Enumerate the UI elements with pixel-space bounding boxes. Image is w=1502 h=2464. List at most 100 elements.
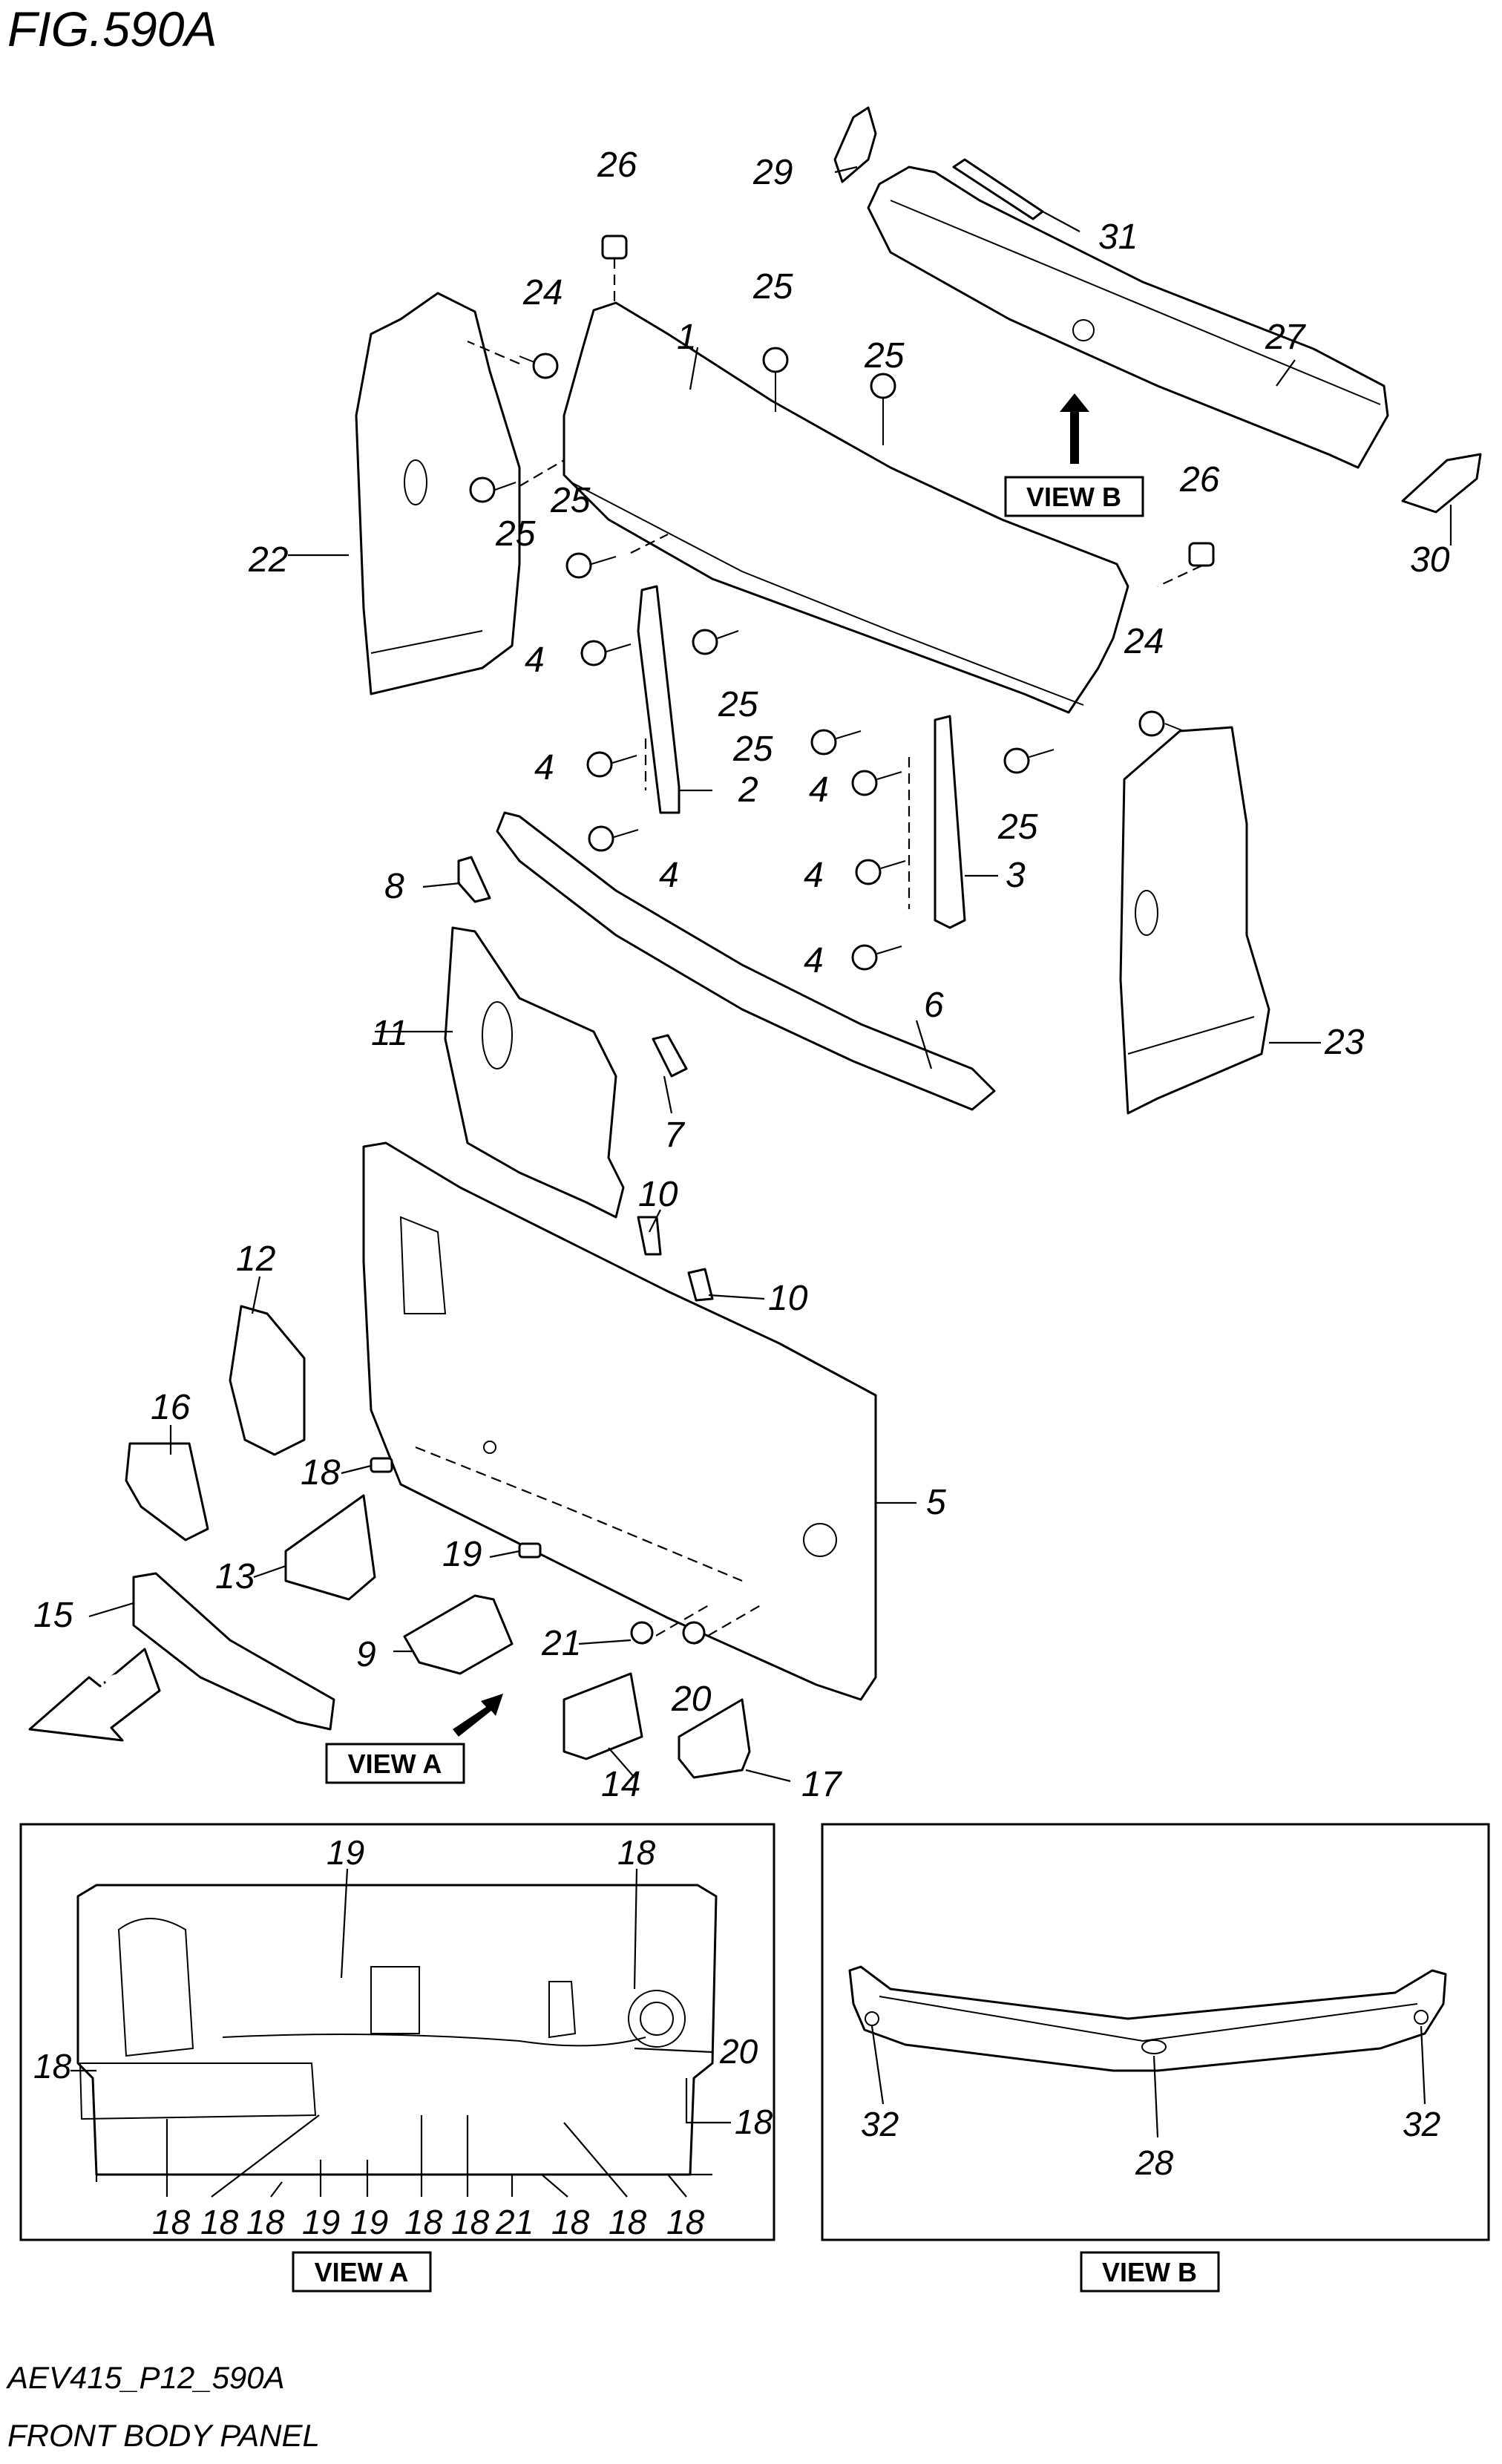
part-9-shape <box>403 1594 514 1675</box>
view-a-panel-shape <box>76 1884 718 2176</box>
callout-11: 11 <box>371 1014 408 1053</box>
view-a-callout-b11: 18 <box>666 2203 705 2241</box>
view-a-callout-18-right: 18 <box>735 2103 773 2141</box>
part-10b-shape <box>687 1268 714 1302</box>
part-12-shape <box>229 1305 306 1456</box>
callout-27: 27 <box>1265 318 1307 357</box>
view-a-callout-b9: 18 <box>551 2203 590 2241</box>
callout-30: 30 <box>1410 540 1450 580</box>
view-b-caption-box <box>1080 2251 1220 2293</box>
view-a-callout-b5: 19 <box>350 2203 388 2241</box>
part-1-shape <box>563 301 1129 714</box>
part-7-shape <box>652 1034 688 1078</box>
callout-25-b: 25 <box>864 336 905 376</box>
view-a-callout-b2: 18 <box>200 2203 239 2241</box>
callout-21: 21 <box>541 1624 581 1663</box>
view-a-callout-b7: 18 <box>451 2203 490 2241</box>
callout-2: 2 <box>738 770 758 810</box>
callout-25-c: 25 <box>550 481 591 520</box>
callout-13: 13 <box>215 1557 255 1596</box>
part-10a-shape <box>637 1216 662 1256</box>
callout-19: 19 <box>442 1535 482 1574</box>
callout-32-left: 32 <box>861 2105 899 2143</box>
view-b-tag-box <box>1004 476 1144 517</box>
callout-31: 31 <box>1098 217 1138 257</box>
view-a-callout-b3: 18 <box>246 2203 285 2241</box>
view-a-caption-box <box>292 2251 432 2293</box>
part-14-shape <box>563 1672 643 1760</box>
view-a-callout-19-top: 19 <box>327 1833 364 1872</box>
view-a-callout-b1: 18 <box>152 2203 191 2241</box>
part-8-shape <box>457 856 491 903</box>
view-b-leaders <box>870 2025 1426 2138</box>
leader-lines <box>88 166 1452 1783</box>
callout-4-b: 4 <box>534 748 554 787</box>
figure-title: FIG.590A <box>7 1 217 56</box>
callout-25-d: 25 <box>495 514 536 554</box>
callout-25-a: 25 <box>752 267 793 307</box>
part-15-shape <box>132 1572 335 1731</box>
callout-25-g: 25 <box>997 807 1038 847</box>
caption: FRONT BODY PANEL <box>7 2418 320 2453</box>
view-b-caption: VIEW B <box>1102 2257 1197 2287</box>
view-a-callout-b8: 21 <box>495 2203 534 2241</box>
callout-1: 1 <box>677 318 697 357</box>
callout-4-d: 4 <box>659 856 679 895</box>
fwd-arrow: FWD <box>28 1648 161 1742</box>
view-a-callout-20-right: 20 <box>719 2032 758 2071</box>
view-a-callout-18-top: 18 <box>617 1833 656 1872</box>
callout-18: 18 <box>301 1453 341 1493</box>
view-b-tag: VIEW B <box>1026 482 1121 512</box>
callout-12: 12 <box>236 1239 275 1279</box>
callout-29: 29 <box>752 153 793 192</box>
part-23-shape <box>1119 726 1270 1115</box>
callout-28: 28 <box>1135 2143 1174 2182</box>
callout-32-right: 32 <box>1403 2105 1440 2143</box>
callout-4-c: 4 <box>809 770 829 810</box>
callout-5: 5 <box>926 1483 946 1522</box>
part-5-shape <box>362 1141 877 1701</box>
callout-7: 7 <box>664 1115 686 1155</box>
callout-9: 9 <box>356 1635 376 1674</box>
view-a-tag: VIEW A <box>348 1749 442 1779</box>
callout-10-a: 10 <box>638 1175 678 1214</box>
callout-4-a: 4 <box>525 640 545 680</box>
view-b-panel-shape <box>848 1965 1447 2072</box>
view-a-callout-b10: 18 <box>609 2203 647 2241</box>
view-b-inset <box>821 1823 1490 2241</box>
callout-23: 23 <box>1324 1023 1365 1062</box>
part-3-shape <box>934 715 966 929</box>
view-a-caption: VIEW A <box>315 2257 409 2287</box>
view-a-tag-box <box>325 1743 465 1784</box>
fastener-icons <box>370 235 1215 1645</box>
callout-6: 6 <box>924 986 944 1025</box>
part-30-shape <box>1401 453 1482 514</box>
part-16-shape <box>125 1442 209 1541</box>
part-13-shape <box>284 1494 376 1601</box>
callout-15: 15 <box>33 1596 73 1635</box>
part-29-shape <box>833 106 877 183</box>
part-17-shape <box>678 1698 751 1779</box>
callout-24-left: 24 <box>522 273 563 312</box>
dashed-connectors <box>415 258 1203 1645</box>
part-2-shape <box>637 585 681 814</box>
drawing-code: AEV415_P12_590A <box>5 2360 285 2395</box>
part-22-shape <box>355 292 521 695</box>
view-a-leaders <box>70 1868 731 2198</box>
callout-17: 17 <box>801 1765 843 1804</box>
callout-4-e: 4 <box>804 856 824 895</box>
callout-10-b: 10 <box>768 1279 808 1318</box>
view-a-arrow-icon <box>453 1694 503 1737</box>
view-a-callout-b6: 18 <box>404 2203 443 2241</box>
callout-4-f: 4 <box>804 941 824 980</box>
view-a-callout-b4: 19 <box>302 2203 340 2241</box>
view-a-inset <box>19 1823 775 2241</box>
callout-24-right: 24 <box>1124 622 1164 661</box>
callout-25-e: 25 <box>718 685 758 724</box>
callout-26-top: 26 <box>597 145 637 185</box>
callout-20: 20 <box>671 1680 712 1719</box>
callout-3: 3 <box>1006 856 1026 895</box>
callout-25-f: 25 <box>732 730 773 769</box>
part-6-shape <box>496 811 996 1111</box>
